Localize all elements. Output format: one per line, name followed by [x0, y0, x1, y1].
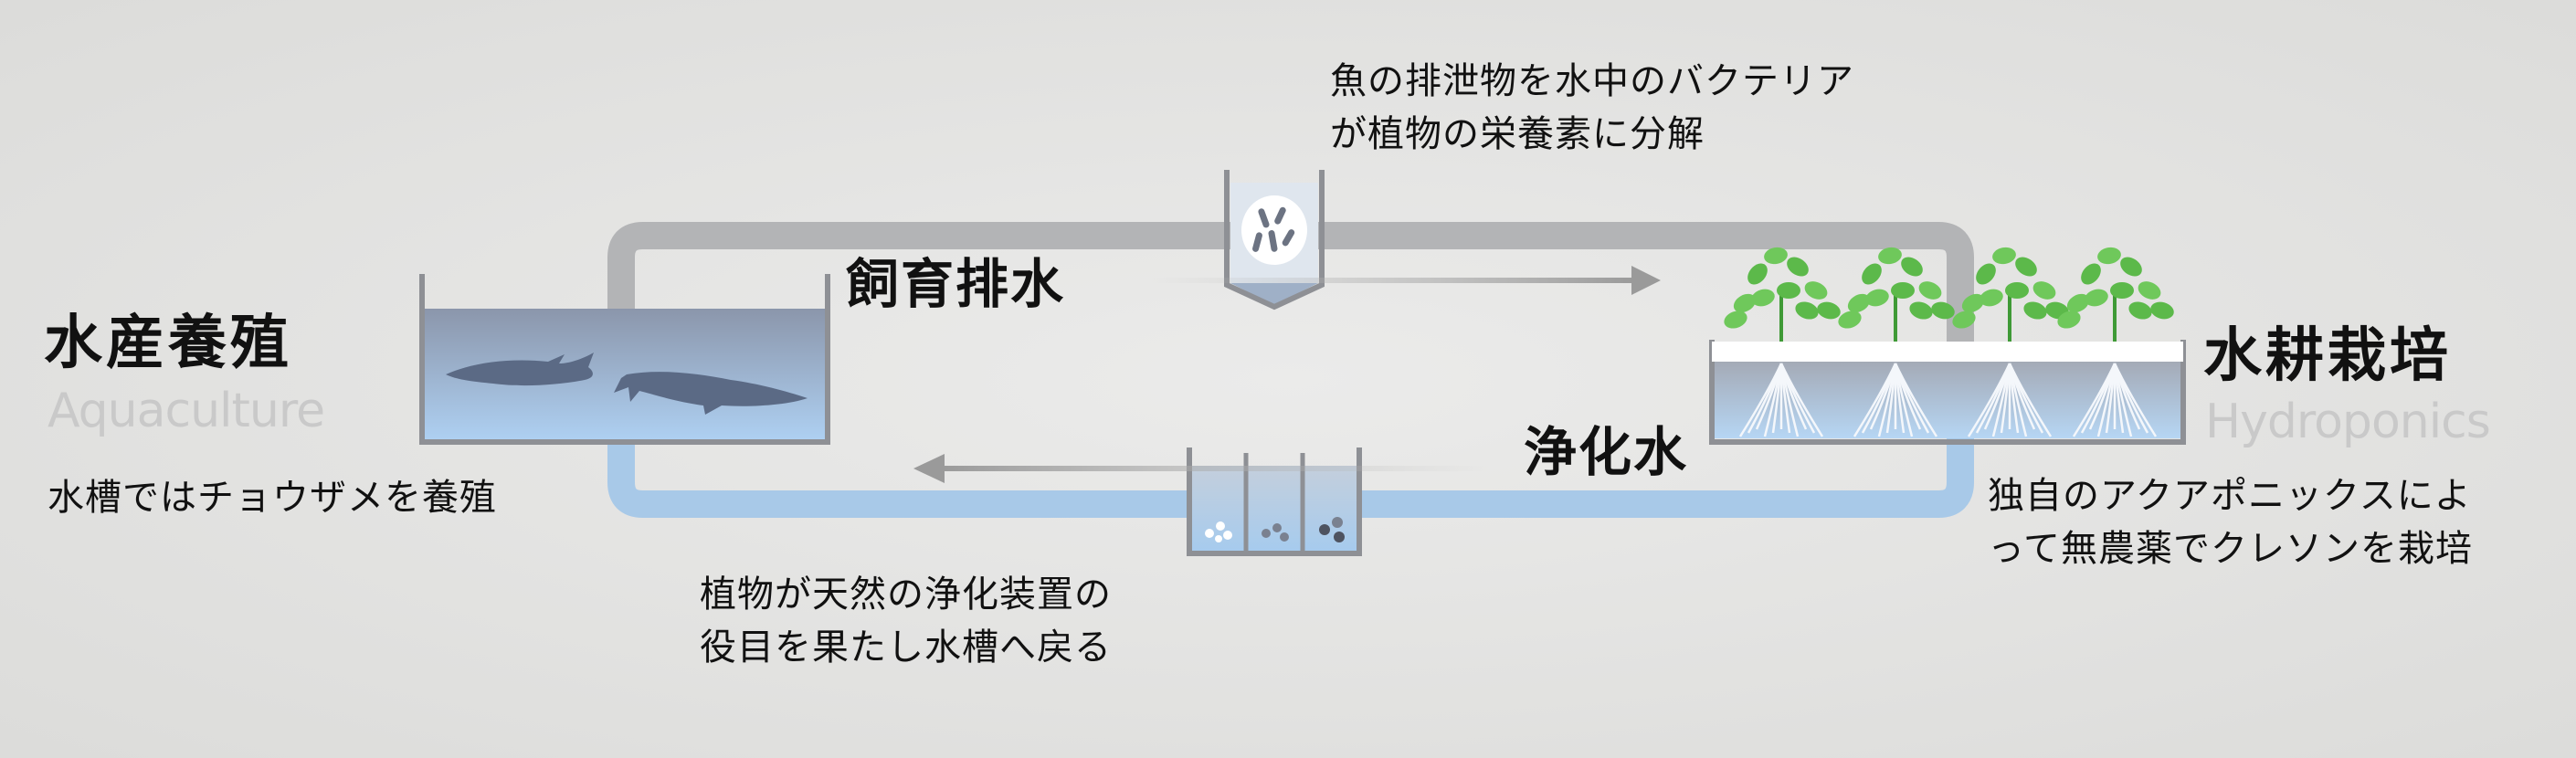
- leaf: [1980, 289, 2003, 307]
- leaf: [1817, 301, 1841, 320]
- bacteria-caption-line: 魚の排泄物を水中のバクテリア: [1330, 60, 1854, 102]
- purification-caption-line: 植物が天然の浄化装置の: [700, 574, 1112, 616]
- filtration-tank-icon: [1187, 447, 1362, 556]
- leaf: [2081, 263, 2101, 285]
- leaf: [2128, 301, 2152, 320]
- bacteria-filter-icon: [1224, 170, 1325, 311]
- leaf: [1724, 311, 1747, 329]
- hydroponics-caption: 独自のアクアポニックスによ って無農薬でクレソンを栽培: [1988, 469, 2473, 575]
- filter-media-icon: [1205, 517, 1345, 542]
- leaf: [2057, 311, 2081, 329]
- leaf: [1787, 257, 1809, 277]
- purification-caption-line: 役目を果たし水槽へ戻る: [700, 626, 1112, 669]
- leaf: [1865, 289, 1889, 307]
- purified-water-label: 浄化水: [1524, 421, 1689, 483]
- bacteria-caption-line: が植物の栄養素に分解: [1330, 113, 1705, 155]
- watercress-plant-icon: [2057, 247, 2174, 437]
- leaf: [1838, 311, 1862, 329]
- hydroponic-bed: [1709, 340, 2186, 445]
- leaf: [1931, 301, 1955, 320]
- leaf: [1976, 263, 1996, 285]
- purification-caption: 植物が天然の浄化装置の 役目を果たし水槽へ戻る: [700, 568, 1112, 674]
- leaf: [2015, 257, 2037, 277]
- root: [1779, 363, 1824, 437]
- leaf: [2150, 301, 2174, 320]
- aquaculture-caption: 水槽ではチョウザメを養殖: [48, 477, 497, 519]
- leaf: [1952, 311, 1976, 329]
- hydroponics-subtitle: Hydroponics: [2205, 395, 2491, 449]
- leaf: [1733, 293, 1757, 313]
- leaf: [2120, 257, 2142, 277]
- leaf: [2085, 289, 2108, 307]
- leaf: [1909, 301, 1933, 320]
- hydroponics-title: 水耕栽培: [2203, 322, 2452, 390]
- leaf: [1777, 282, 1800, 299]
- arrow-left-icon: [913, 454, 1489, 483]
- root: [2113, 363, 2158, 437]
- root: [2008, 363, 2053, 437]
- leaf: [1992, 247, 2016, 265]
- hydroponics-caption-line: 独自のアクアポニックスによ: [1988, 475, 2472, 517]
- wastewater-label: 飼育排水: [846, 253, 1066, 315]
- leaf: [2138, 281, 2161, 300]
- leaf: [1847, 293, 1871, 313]
- bacteria-caption: 魚の排泄物を水中のバクテリア が植物の栄養素に分解: [1330, 55, 1854, 161]
- arrow-right-icon: [1151, 266, 1661, 295]
- leaf: [2110, 282, 2134, 299]
- sturgeon-fish-icon: [446, 353, 808, 415]
- leaf: [1918, 281, 1942, 300]
- watercress-plant-icon: [1952, 247, 2069, 437]
- bacteria-icon: [1252, 206, 1295, 252]
- hydroponics-caption-line: って無農薬でクレソンを栽培: [1988, 528, 2473, 570]
- watercress-plants: [1724, 247, 2174, 437]
- leaf: [1804, 281, 1828, 300]
- fish-tank: [419, 274, 830, 445]
- leaf: [1764, 247, 1788, 265]
- aquaculture-subtitle: Aquaculture: [48, 384, 325, 438]
- leaf: [1878, 247, 1902, 265]
- leaf: [2023, 301, 2047, 320]
- leaf: [2097, 247, 2121, 265]
- leaf: [1862, 263, 1882, 285]
- leaf: [1961, 293, 1985, 313]
- leaf: [2032, 281, 2056, 300]
- aquaculture-title: 水産養殖: [44, 310, 292, 377]
- leaf: [1751, 289, 1775, 307]
- watercress-plant-icon: [1724, 247, 1841, 437]
- leaf: [1747, 263, 1768, 285]
- leaf: [1901, 257, 1923, 277]
- leaf: [1795, 301, 1819, 320]
- root: [1894, 363, 1938, 437]
- leaf: [2066, 293, 2090, 313]
- leaf: [1891, 282, 1915, 299]
- watercress-plant-icon: [1838, 247, 1955, 437]
- leaf: [2005, 282, 2029, 299]
